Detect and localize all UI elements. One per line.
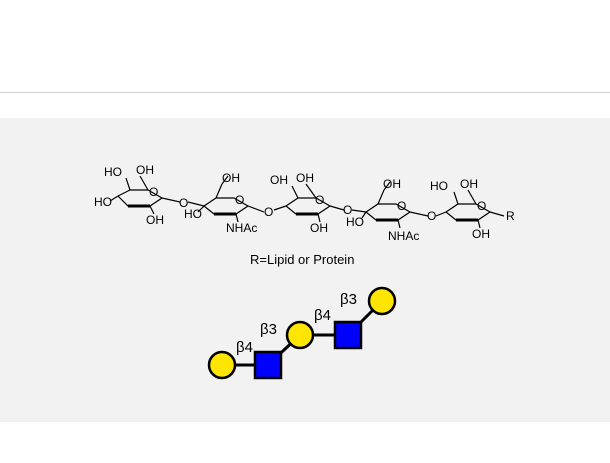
linkage-label: β3 xyxy=(340,291,357,308)
galactose-circle xyxy=(285,320,315,350)
label-ho: HO xyxy=(104,165,122,179)
glycan-diagram: β4 β3 β4 β3 xyxy=(207,286,397,380)
figure-panel: HO OH HO OH O O OH HO O NHAc O OH OH O O… xyxy=(0,118,610,422)
ring-oxygen: O xyxy=(477,199,486,213)
structure-figure: HO OH HO OH O O OH HO O NHAc O OH OH O O… xyxy=(94,163,515,380)
ring-oxygen: O xyxy=(149,185,158,199)
label-oh: OH xyxy=(310,221,328,235)
ring-oxygen: O xyxy=(315,193,324,207)
label-ho: HO xyxy=(94,195,112,209)
label-ho: HO xyxy=(346,215,364,229)
glycosidic-oxygen: O xyxy=(264,205,273,219)
structure-labels: HO OH HO OH O O OH HO O NHAc O OH OH O O… xyxy=(94,163,515,243)
glcnac-square xyxy=(253,350,283,380)
linkage-label: β4 xyxy=(314,307,331,324)
glycosidic-oxygen: O xyxy=(343,203,352,217)
label-oh: OH xyxy=(270,173,288,187)
label-nhac: NHAc xyxy=(226,221,257,235)
header-area xyxy=(0,0,610,92)
galactose-circle xyxy=(207,350,237,380)
oligosaccharide-structure xyxy=(109,175,505,229)
caption: R=Lipid or Protein xyxy=(250,252,354,267)
glcnac-square xyxy=(333,320,363,350)
label-oh: OH xyxy=(460,177,478,191)
ring-oxygen: O xyxy=(397,199,406,213)
label-oh: OH xyxy=(472,227,490,241)
glycosidic-oxygen: O xyxy=(427,209,436,223)
label-nhac: NHAc xyxy=(388,229,419,243)
ring-5-bonds xyxy=(435,189,505,229)
divider xyxy=(0,92,610,93)
linkage-label: β3 xyxy=(260,321,277,338)
ring-oxygen: O xyxy=(235,193,244,207)
label-ho: HO xyxy=(430,179,448,193)
label-oh: OH xyxy=(296,171,314,185)
glycosidic-oxygen: O xyxy=(179,196,188,210)
linkage-label: β4 xyxy=(236,339,253,356)
label-oh: OH xyxy=(383,177,401,191)
label-oh: OH xyxy=(136,163,154,177)
ring-3-bonds xyxy=(273,183,345,223)
galactose-circle xyxy=(367,286,397,316)
label-r: R xyxy=(506,209,515,223)
label-ho: HO xyxy=(184,207,202,221)
label-oh: OH xyxy=(146,213,164,227)
ring-4-bonds xyxy=(351,181,429,229)
ring-2-bonds xyxy=(187,175,265,223)
ring-1-bonds xyxy=(109,175,181,215)
label-oh: OH xyxy=(222,171,240,185)
